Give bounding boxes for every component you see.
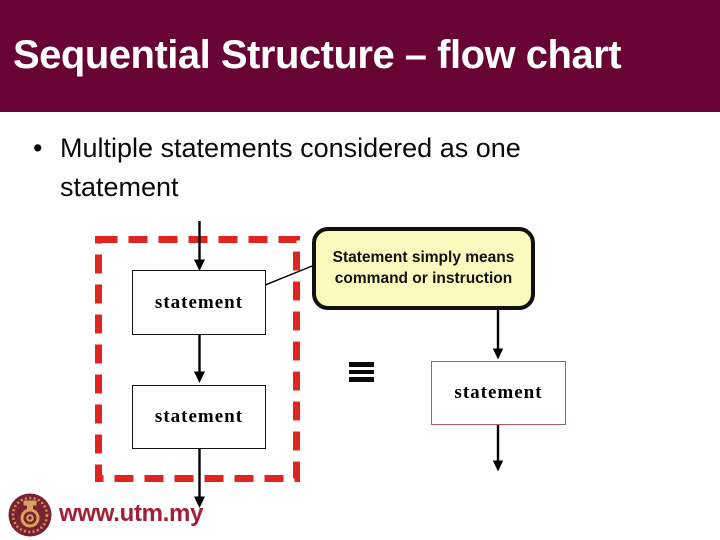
slide-header-bar: Sequential Structure – flow chart xyxy=(0,0,720,112)
equivalence-bar xyxy=(349,362,374,367)
arrowhead-box1-to-box2 xyxy=(194,371,205,383)
footer-url: www.utm.my xyxy=(59,500,204,527)
flow-box-statement-combined: statement xyxy=(431,361,566,425)
flow-box-statement-combined-label: statement xyxy=(454,382,543,403)
callout-note: Statement simply means command or instru… xyxy=(312,227,535,310)
bullet-marker: • xyxy=(33,133,43,163)
equivalence-icon xyxy=(349,362,374,382)
equivalence-bar xyxy=(349,369,374,375)
utm-logo-ring-text xyxy=(11,496,49,534)
bullet-text: Multiple statements considered as one st… xyxy=(60,133,521,202)
arrowhead-out-of-right-box xyxy=(492,460,504,472)
utm-logo-stem xyxy=(27,504,33,511)
equivalence-bar xyxy=(349,377,374,382)
bullet-item: • Multiple statements considered as one … xyxy=(33,129,605,207)
utm-logo-gear-dot xyxy=(28,516,32,520)
flow-box-statement-2-label: statement xyxy=(154,406,244,427)
flow-box-statement-1: statement xyxy=(132,270,266,335)
callout-note-text: Statement simply means command or instru… xyxy=(332,249,515,287)
utm-logo xyxy=(8,493,52,537)
flow-box-statement-1-label: statement xyxy=(154,291,244,313)
utm-logo-crown xyxy=(23,500,37,506)
slide-title: Sequential Structure – flow chart xyxy=(13,33,622,77)
arrowhead-into-right-box xyxy=(492,348,504,360)
flow-box-statement-2: statement xyxy=(132,385,266,449)
